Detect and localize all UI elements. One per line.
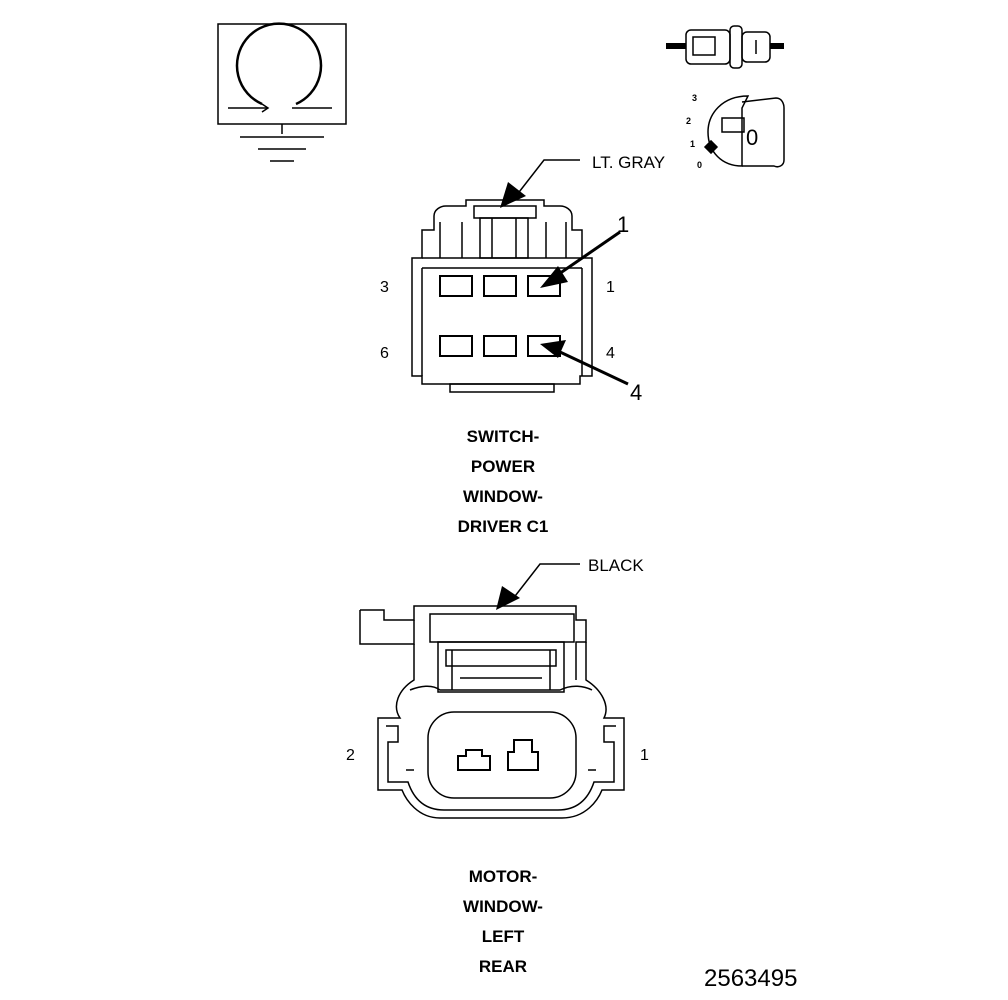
switch-connector-body	[411, 199, 593, 393]
ground-icon	[217, 22, 347, 162]
pin-cavity-motor-1	[507, 739, 539, 771]
pin-label-4: 4	[606, 345, 615, 362]
motor-title-line: LEFT	[482, 927, 525, 946]
key-position-2: 2	[686, 116, 691, 126]
motor-connector-title: MOTOR- WINDOW- LEFT REAR	[463, 867, 543, 976]
callout-arrow-1	[540, 230, 621, 288]
switch-color-label: LT. GRAY	[592, 153, 665, 172]
pin-cavity-2	[483, 275, 517, 297]
switch-title-line: DRIVER C1	[458, 517, 549, 536]
switch-title-line: POWER	[471, 457, 535, 476]
switch-connector-title: SWITCH- POWER WINDOW- DRIVER C1	[458, 427, 549, 536]
motor-connector-body	[359, 605, 625, 819]
key-position-3: 3	[692, 93, 697, 103]
color-leader-switch	[500, 159, 580, 208]
key-position-0: 0	[697, 160, 702, 170]
key-position-1: 1	[690, 139, 695, 149]
motor-title-line: REAR	[479, 957, 527, 976]
motor-color-label: BLACK	[588, 556, 644, 575]
pin-label-6: 6	[380, 345, 389, 362]
key-face-label: 0	[746, 125, 758, 150]
pin-cavity-5	[483, 335, 517, 357]
motor-connector-pins	[457, 739, 539, 771]
pin-cavity-3	[439, 275, 473, 297]
callout-number-4: 4	[630, 380, 642, 405]
pin-cavity-1	[527, 275, 561, 297]
switch-title-line: WINDOW-	[463, 487, 543, 506]
motor-pin-label-1: 1	[640, 747, 649, 764]
ignition-key-icon: 3 2 1 0 0	[686, 93, 785, 170]
pin-cavity-motor-2	[457, 749, 491, 771]
motor-title-line: MOTOR-	[469, 867, 538, 886]
motor-pin-label-2: 2	[346, 747, 355, 764]
pin-label-1: 1	[606, 279, 615, 296]
connector-icon	[666, 25, 784, 69]
motor-title-line: WINDOW-	[463, 897, 543, 916]
callout-number-1: 1	[617, 212, 629, 237]
pin-label-3: 3	[380, 279, 389, 296]
switch-title-line: SWITCH-	[467, 427, 540, 446]
callout-arrow-4	[540, 340, 629, 386]
pin-cavity-6	[439, 335, 473, 357]
figure-number: 2563495	[704, 965, 797, 992]
color-leader-motor	[496, 563, 580, 610]
switch-connector-pins	[439, 275, 561, 357]
